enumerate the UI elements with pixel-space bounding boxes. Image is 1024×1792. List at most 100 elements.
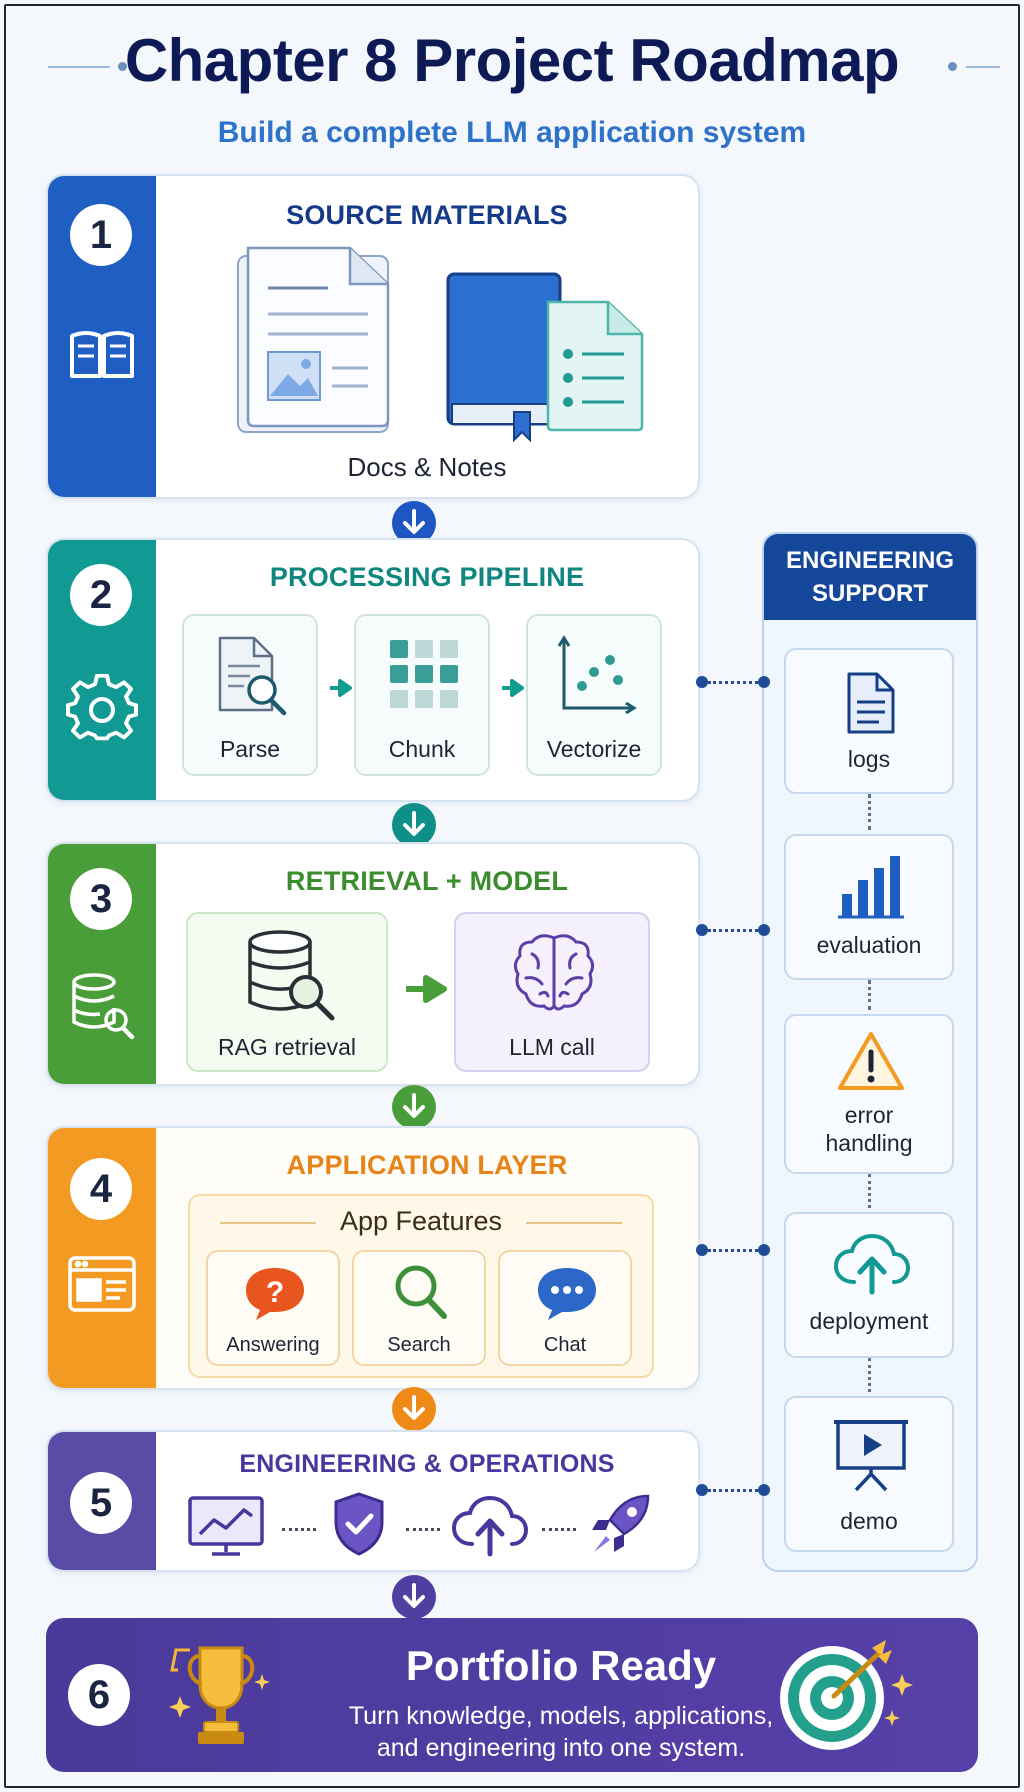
support-label: deployment (809, 1308, 929, 1334)
group-title: App Features (339, 1206, 503, 1236)
document-search-icon (218, 636, 287, 716)
stage-number: 4 (70, 1158, 132, 1220)
step-card-parse: Parse (182, 614, 318, 776)
support-label: logs (847, 746, 891, 772)
question-bubble-icon: ? (246, 1268, 304, 1320)
stage-number: 6 (68, 1664, 130, 1726)
portfolio-title: Portfolio Ready (405, 1642, 717, 1689)
connector-dot (758, 676, 770, 688)
rocket-icon (592, 1494, 650, 1552)
presentation-play-icon (834, 1420, 908, 1492)
step-label: RAG retrieval (217, 1034, 357, 1060)
magnifier-icon (395, 1265, 447, 1319)
arrow-down-icon (392, 501, 436, 545)
app-window-icon (68, 1256, 136, 1312)
dotted-link (868, 1358, 871, 1392)
cloud-upload-icon (451, 1495, 529, 1557)
brain-icon (513, 934, 595, 1011)
step-label: Parse (219, 736, 281, 762)
dotted-link (406, 1528, 440, 1531)
arrow-right-icon (330, 679, 352, 697)
group-title-rule (526, 1222, 622, 1224)
connector-dot (758, 1484, 770, 1496)
connector-dot (758, 924, 770, 936)
warning-triangle-icon (838, 1032, 904, 1090)
grid-blocks-icon (390, 640, 458, 708)
stage-title: ENGINEERING & OPERATIONS (239, 1450, 615, 1478)
documents-illustration (237, 246, 562, 443)
stage-number: 1 (70, 204, 132, 266)
app-features-group: App Features ? Answering Search Chat (188, 1194, 654, 1378)
support-label: error (844, 1102, 894, 1128)
connector-dot (758, 1244, 770, 1256)
support-card-deployment: deployment (784, 1212, 954, 1358)
connector-dot (696, 676, 708, 688)
step-label: Vectorize (546, 736, 642, 762)
support-label: evaluation (816, 932, 922, 958)
support-card-demo: demo (784, 1396, 954, 1552)
support-label: handling (825, 1130, 913, 1156)
paper-document-icon (237, 246, 390, 433)
feature-label: Search (387, 1334, 451, 1356)
stage-number: 2 (70, 564, 132, 626)
blue-book-icon (446, 272, 562, 443)
arrow-right-icon (406, 975, 447, 1003)
stage-engineering-operations: 5 ENGINEERING & OPERATIONS (46, 1430, 700, 1572)
stage-title: RETRIEVAL + MODEL (285, 866, 569, 896)
stage-source-materials: 1 SOURCE MATERIALS (46, 174, 700, 499)
dotted-link (708, 1249, 758, 1252)
dotted-link (708, 681, 758, 684)
stage-processing-pipeline: 2 PROCESSING PIPELINE Parse (46, 538, 700, 802)
dotted-link (708, 1489, 758, 1492)
arrow-down-icon (392, 1575, 436, 1619)
step-card-llm-call: LLM call (454, 912, 650, 1072)
chat-bubble-icon (538, 1268, 596, 1320)
support-card-logs: logs (784, 648, 954, 794)
title-decoration-left (48, 66, 110, 68)
portfolio-description-line2: and engineering into one system. (376, 1734, 746, 1762)
connector-dot (696, 1244, 708, 1256)
dotted-link (868, 1174, 871, 1208)
note-document-icon (546, 300, 644, 432)
stage-title: APPLICATION LAYER (286, 1150, 568, 1180)
scatter-axes-icon (557, 635, 637, 715)
stage-application-layer: 4 APPLICATION LAYER App Features ? Answe… (46, 1126, 700, 1390)
gear-icon (66, 674, 138, 741)
database-magnifier-icon (248, 930, 335, 1021)
database-search-icon (72, 973, 135, 1040)
arrow-right-icon (502, 679, 524, 697)
bar-chart-icon (838, 856, 904, 919)
engineering-support-panel: ENGINEERING SUPPORT logs evaluation erro… (762, 532, 978, 1572)
support-label: demo (840, 1508, 898, 1534)
step-card-rag-retrieval: RAG retrieval (186, 912, 388, 1072)
page-subtitle: Build a complete LLM application system (217, 116, 807, 149)
feature-label: Chat (543, 1334, 587, 1356)
title-dot-left (118, 62, 127, 71)
cloud-upload-icon (833, 1234, 911, 1295)
dotted-link (542, 1528, 576, 1531)
connector-dot (696, 924, 708, 936)
feature-label: Answering (226, 1334, 320, 1356)
svg-text:?: ? (266, 1276, 284, 1309)
dotted-link (282, 1528, 316, 1531)
feature-card-chat: Chat (498, 1250, 632, 1366)
panel-title-line1: ENGINEERING (785, 547, 955, 574)
group-title-rule (220, 1222, 316, 1224)
portfolio-description: Turn knowledge, models, applications, an… (296, 1700, 826, 1764)
arrow-down-icon (392, 803, 436, 847)
step-card-vectorize: Vectorize (526, 614, 662, 776)
shield-check-icon (334, 1492, 384, 1556)
trophy-icon (169, 1646, 270, 1744)
stage-caption: Docs & Notes (347, 452, 507, 482)
arrow-down-icon (392, 1085, 436, 1129)
portfolio-description-line1: Turn knowledge, models, applications, (348, 1702, 774, 1730)
stage-title: SOURCE MATERIALS (286, 200, 568, 230)
step-card-chunk: Chunk (354, 614, 490, 776)
stage-number: 5 (70, 1472, 132, 1534)
step-label: Chunk (388, 736, 456, 762)
stage-title: PROCESSING PIPELINE (269, 562, 585, 592)
dotted-link (868, 794, 871, 830)
page-title: Chapter 8 Project Roadmap (124, 27, 900, 94)
dotted-link (708, 929, 758, 932)
target-arrow-icon (780, 1640, 913, 1750)
